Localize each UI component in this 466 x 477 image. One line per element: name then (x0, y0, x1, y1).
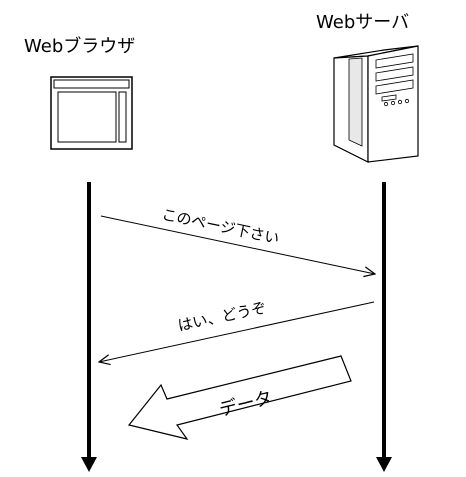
request-arrow (100, 215, 375, 274)
server-tower-icon (333, 45, 419, 163)
browser-label: Webブラウザ (24, 35, 135, 57)
server-label: Webサーバ (316, 12, 409, 33)
browser-lifeline (81, 182, 97, 472)
data-block-arrow: データ (127, 355, 352, 440)
response-label: はい、どうぞ (176, 299, 268, 335)
response-arrow (99, 301, 375, 362)
server-lifeline (376, 182, 392, 472)
browser-window-icon (50, 76, 133, 150)
